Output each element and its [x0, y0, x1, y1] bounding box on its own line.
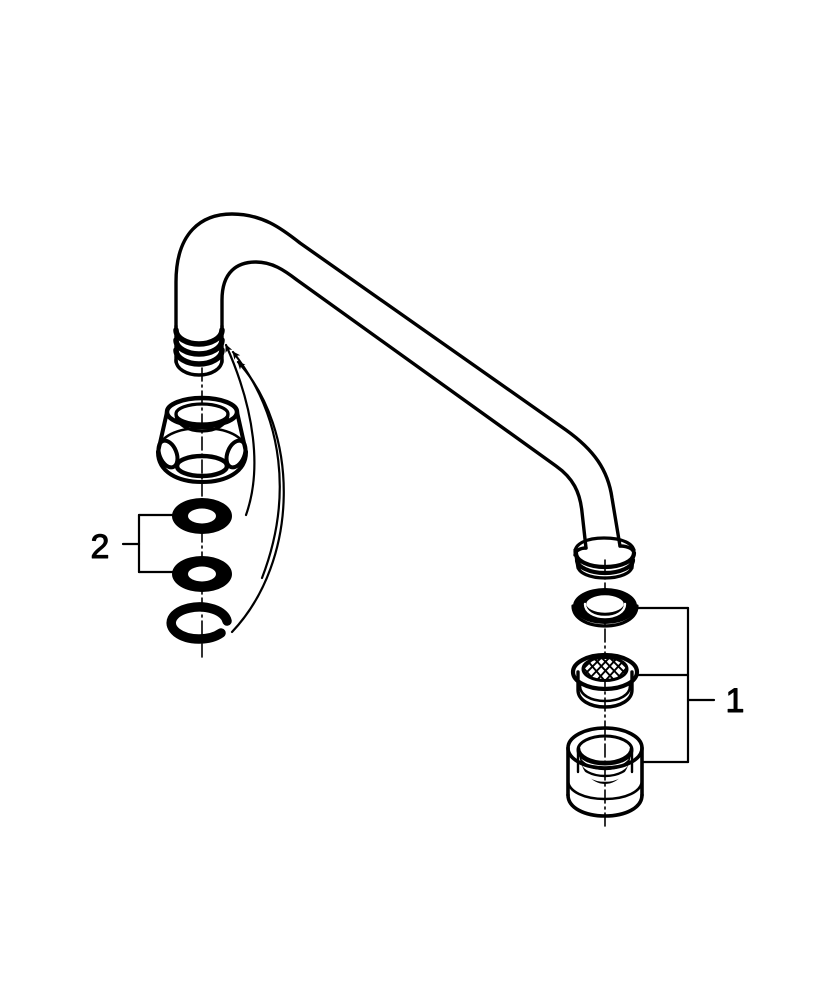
callout-2-bracket [121, 513, 178, 574]
leader-arrow-group [224, 343, 285, 634]
barrel-nut [156, 395, 248, 484]
mesh-screen-insert [570, 652, 640, 709]
spout-tube [174, 212, 622, 550]
split-ring [166, 602, 232, 644]
callout-2-number: 2 [91, 528, 110, 566]
mesh-pattern [584, 658, 626, 680]
washer-ring [571, 588, 639, 628]
spout-groove-end [173, 324, 225, 377]
callout-1-bracket [635, 606, 716, 764]
leader-arrow-1 [224, 343, 256, 517]
leader-arrow-3 [230, 360, 285, 634]
o-ring-upper [172, 498, 232, 534]
callout-1-number: 1 [726, 682, 745, 720]
spout-outlet-end [573, 536, 637, 580]
o-ring-lower [172, 556, 232, 592]
